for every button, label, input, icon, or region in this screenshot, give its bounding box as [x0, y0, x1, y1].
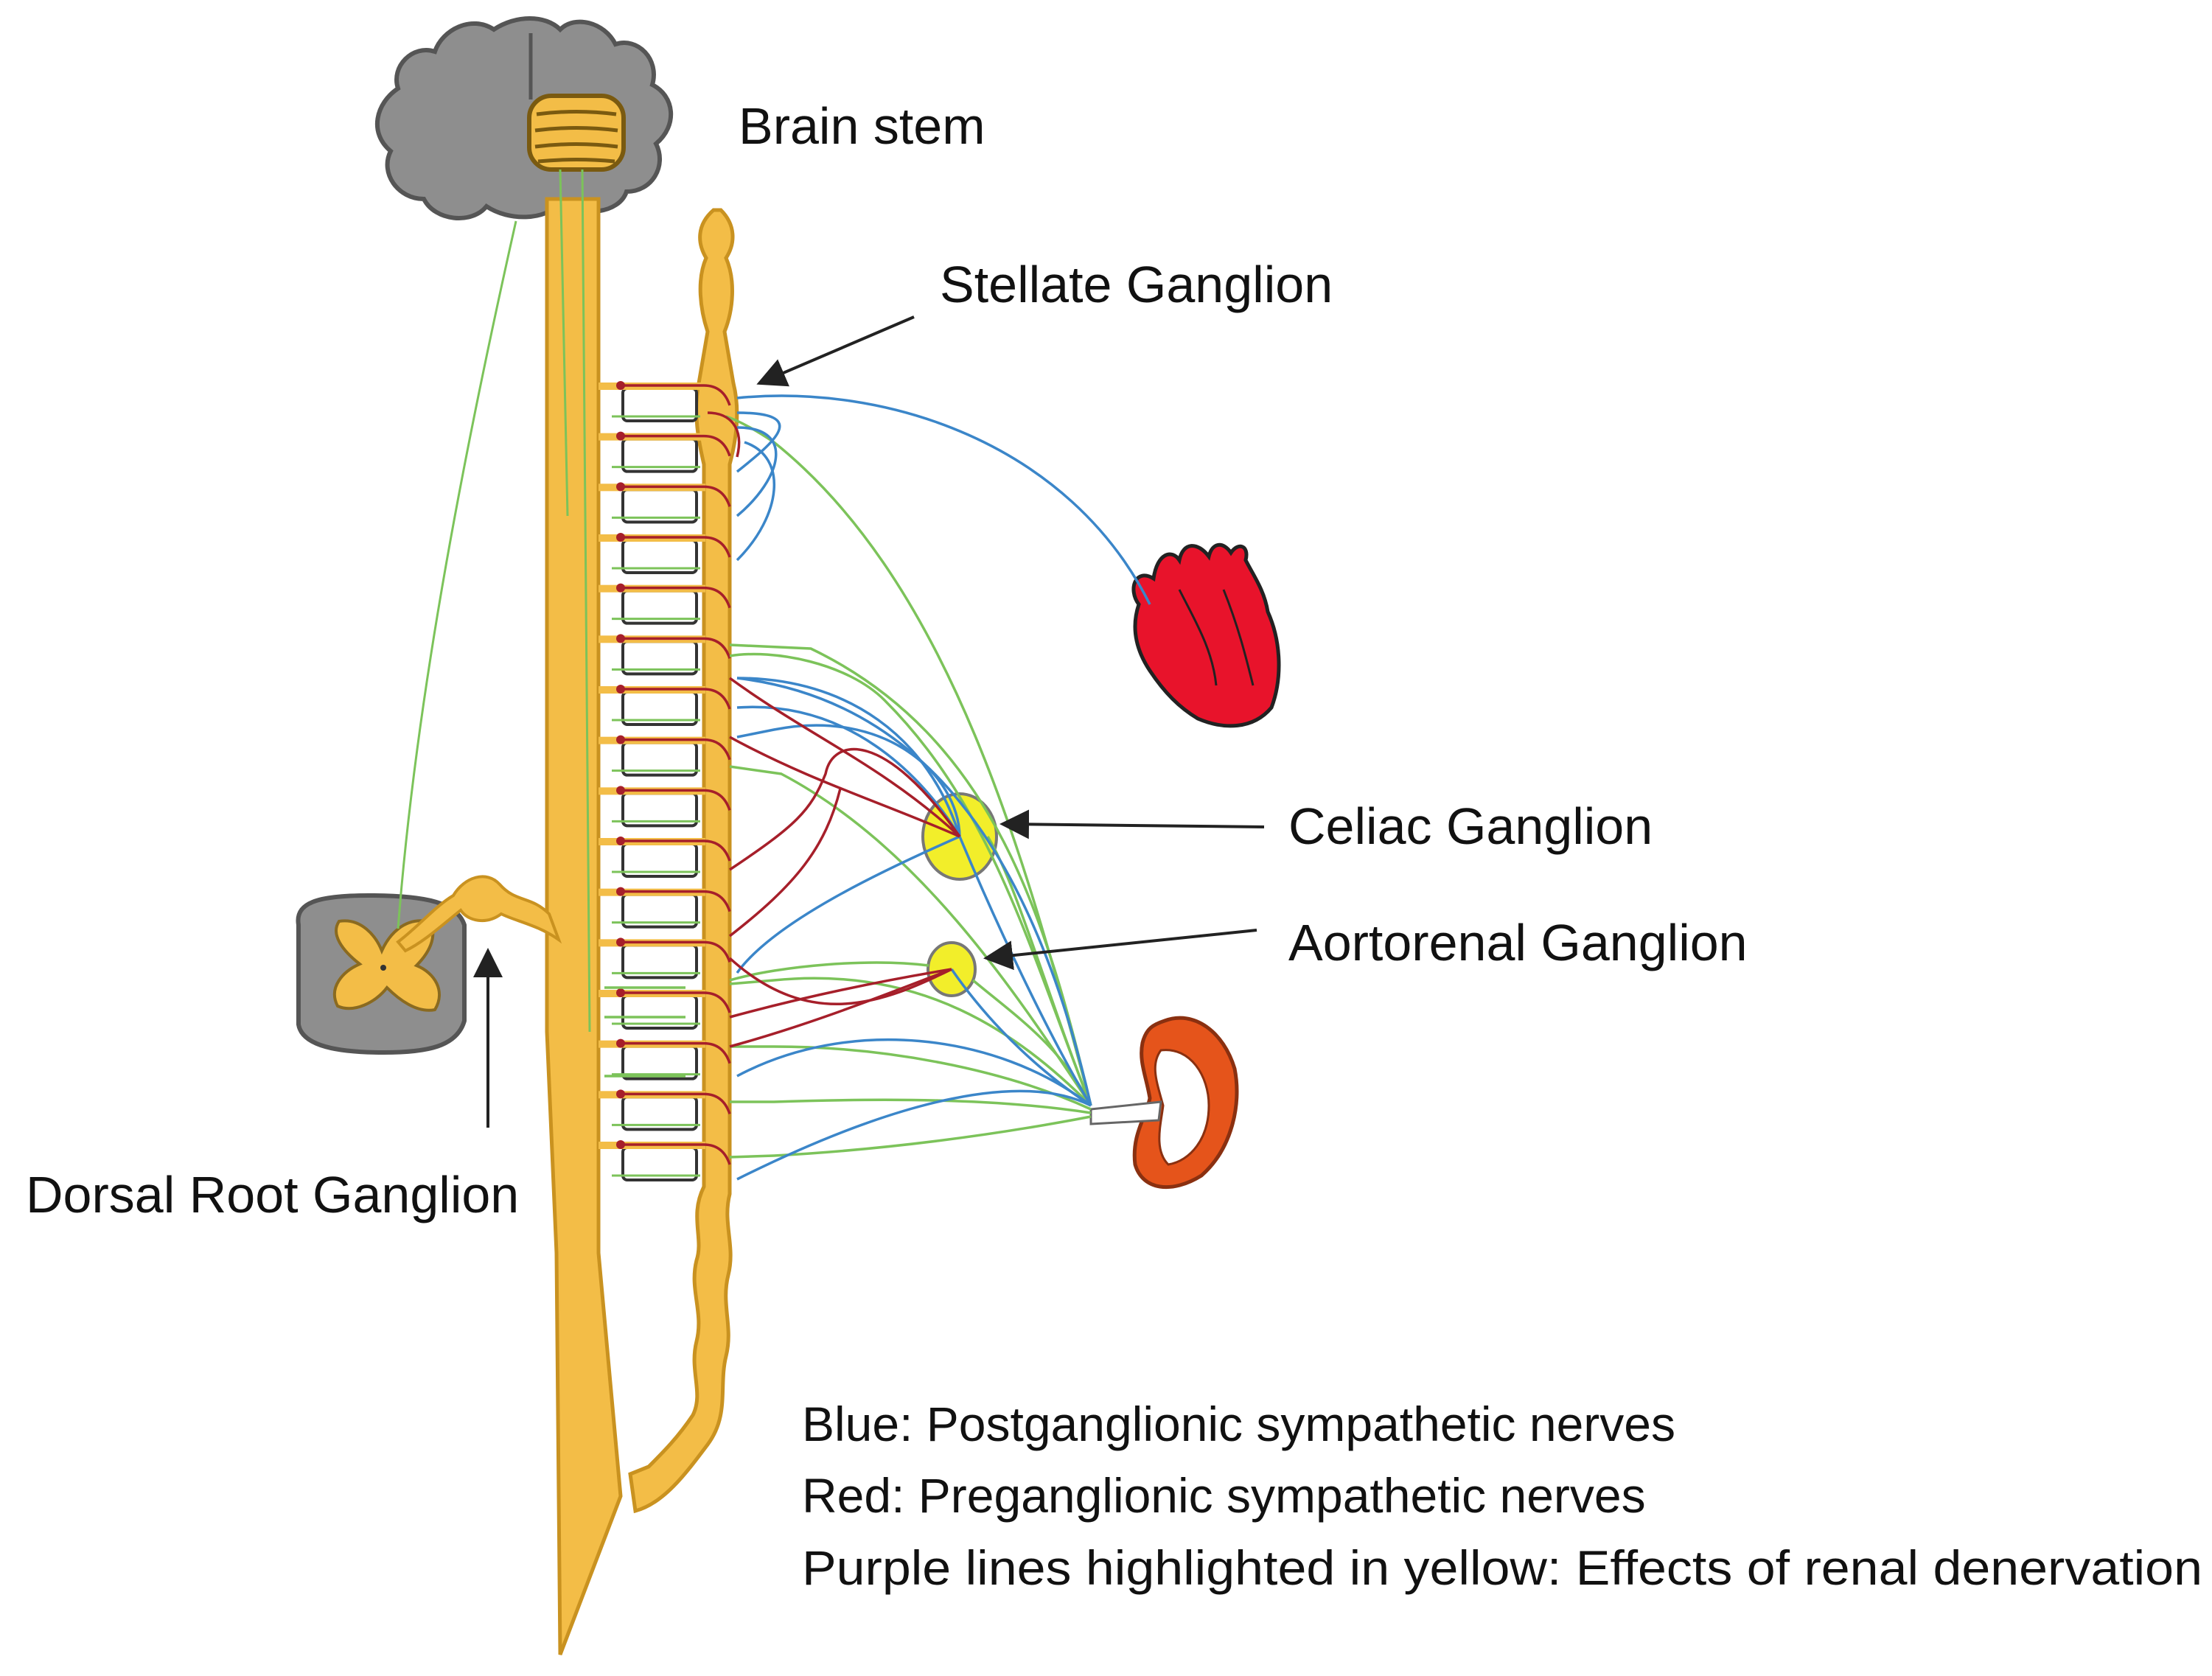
neuron-body — [616, 583, 625, 593]
neuron-body — [616, 381, 625, 390]
spinal-segment — [599, 735, 731, 777]
celiac-pointer — [999, 809, 1265, 839]
preganglionic-fiber — [621, 940, 731, 963]
legend-item: Red: Preganglionic sympathetic nerves — [802, 1468, 1646, 1523]
kidney-icon — [1089, 1016, 1239, 1190]
spinal-segments — [599, 381, 731, 1181]
preganglionic-fiber — [707, 411, 741, 458]
neuron-body — [616, 1038, 625, 1048]
spinal-segment — [599, 887, 731, 929]
afferent-fiber — [729, 1115, 1092, 1159]
preganglionic-fiber — [621, 1041, 731, 1064]
neuron-body — [616, 685, 625, 694]
postganglionic-fiber — [736, 426, 778, 517]
preganglionic-fiber — [729, 968, 952, 1048]
spinal-cord — [545, 197, 623, 1655]
spinal-segment — [599, 634, 731, 676]
neuron-body — [616, 1140, 625, 1149]
preganglionic-fiber — [621, 536, 731, 558]
afferent-fiber — [730, 1098, 1092, 1114]
preganglionic-fiber — [728, 957, 952, 1005]
neuron-body — [616, 887, 625, 896]
preganglionic-fiber — [621, 586, 731, 609]
spinal-segment — [599, 1038, 731, 1080]
legend-item: Blue: Postganglionic sympathetic nerves — [802, 1397, 1675, 1451]
brain-icon — [375, 16, 674, 220]
preganglionic-fiber — [729, 736, 960, 838]
preganglionic-fiber — [621, 789, 731, 811]
legend: Blue: Postganglionic sympathetic nerves … — [802, 1397, 2202, 1595]
stellate-pointer — [756, 315, 915, 387]
postganglionic-fiber — [736, 441, 775, 562]
spinal-segment — [599, 988, 731, 1030]
spinal-segment — [599, 837, 731, 878]
aortorenal-pointer — [983, 929, 1257, 971]
neuron-body — [616, 735, 625, 744]
preganglionic-fiber — [621, 637, 731, 659]
spinal-segment — [599, 583, 731, 625]
postganglionic-fiber — [736, 394, 1151, 605]
preganglionic-fiber — [729, 747, 961, 871]
preganglionic-fiber — [621, 688, 731, 710]
spinal-segment — [599, 1140, 731, 1181]
preganglionic-fiber — [621, 738, 731, 761]
postganglionic-fiber — [958, 836, 1092, 1106]
neuron-body — [616, 937, 625, 947]
preganglionic-fiber — [621, 485, 731, 507]
spinal-segment — [599, 431, 731, 473]
neuron-body — [616, 482, 625, 492]
afferent-fiber — [397, 220, 517, 929]
afferent-fiber — [559, 169, 569, 517]
postganglionic-fiber — [736, 677, 961, 837]
spinal-segment — [599, 381, 731, 422]
celiac-ganglion-label: Celiac Ganglion — [1288, 797, 1653, 855]
neuron-body — [616, 431, 625, 441]
preganglionic-fiber — [621, 890, 731, 912]
aortorenal-ganglion-label: Aortorenal Ganglion — [1288, 914, 1748, 971]
brain-stem-label: Brain stem — [739, 97, 985, 155]
sympathetic-chain — [628, 208, 739, 1514]
postganglionic-fiber — [736, 677, 1092, 1106]
preganglionic-fiber — [728, 788, 842, 937]
neuron-body — [616, 634, 625, 643]
preganglionic-fiber — [728, 677, 961, 838]
preganglionic-fiber — [621, 434, 731, 457]
label-pointers — [473, 315, 1265, 1128]
nerve-fibers — [397, 169, 1151, 1181]
neuron-body — [616, 1089, 625, 1099]
postganglionic-fiber — [736, 411, 781, 473]
spinal-segment — [599, 533, 731, 574]
spinal-segment — [599, 482, 731, 524]
stellate-ganglion-label: Stellate Ganglion — [940, 256, 1333, 313]
afferent-fiber — [581, 169, 591, 1033]
neuron-body — [616, 837, 625, 845]
preganglionic-fiber — [621, 991, 731, 1013]
spinal-segment — [599, 786, 731, 828]
postganglionic-fiber — [736, 1038, 1092, 1107]
afferent-fiber — [729, 977, 1092, 1107]
spinal-segment — [599, 1089, 731, 1131]
preganglionic-fiber — [621, 1092, 731, 1114]
preganglionic-fiber — [729, 968, 952, 1019]
preganglionic-fiber — [621, 1143, 731, 1165]
postganglionic-fiber — [736, 835, 960, 974]
spinal-segment — [599, 685, 731, 726]
brain-stem-icon — [527, 94, 626, 172]
preganglionic-fiber — [621, 839, 731, 862]
legend-item: Purple lines highlighted in yellow: Effe… — [802, 1540, 2202, 1595]
postganglionic-fiber — [736, 1089, 1092, 1181]
neuron-body — [616, 533, 625, 542]
neuron-body — [616, 786, 625, 795]
heart-icon — [1131, 542, 1281, 728]
spinal-segment — [599, 937, 731, 980]
preganglionic-fiber — [621, 384, 731, 406]
postganglionic-fiber — [736, 705, 961, 837]
afferent-fiber — [729, 652, 1092, 1106]
dorsal-root-ganglion-label: Dorsal Root Ganglion — [26, 1166, 519, 1223]
neuron-body — [616, 988, 625, 997]
dorsal-root-ganglion-icon — [396, 875, 562, 953]
afferent-fiber — [604, 986, 685, 1078]
